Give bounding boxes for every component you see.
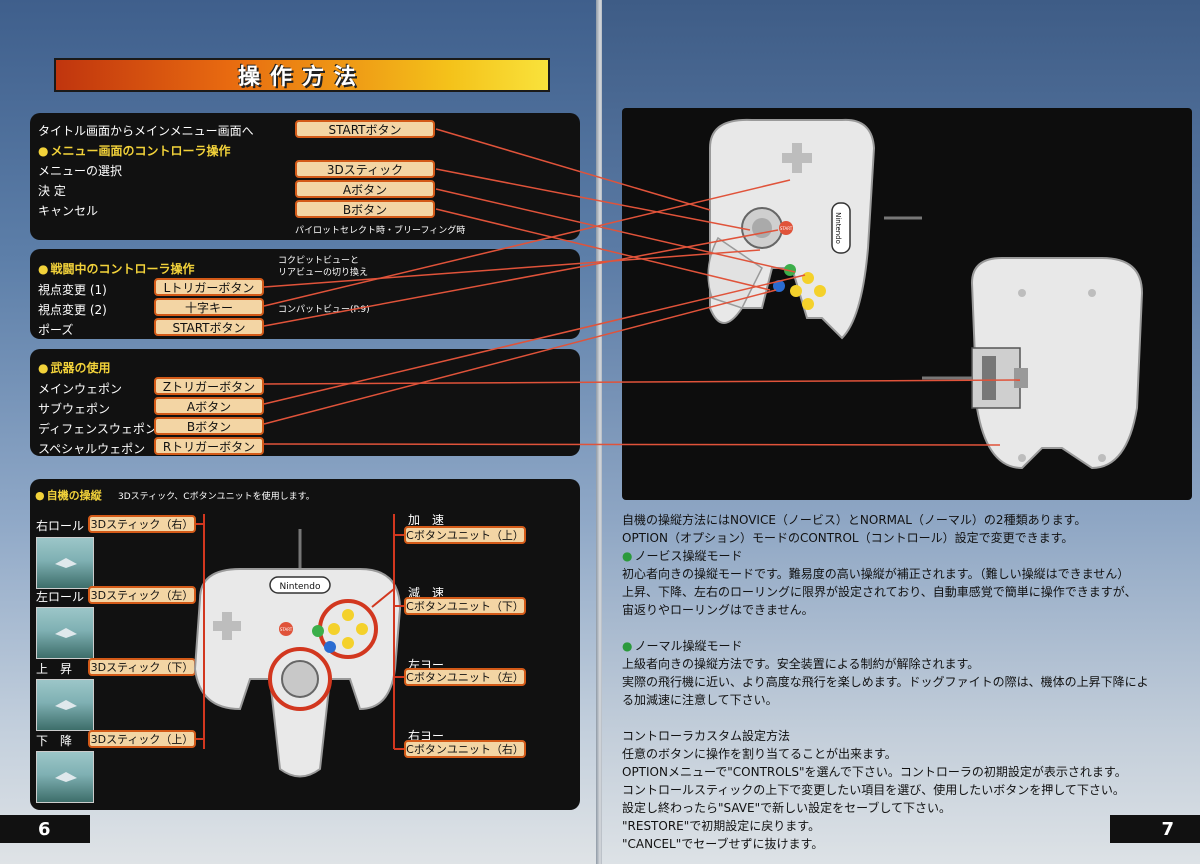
left-roll-button: 3Dスティック（左） bbox=[88, 586, 196, 604]
intro-line-1: 自機の操縦方法にはNOVICE（ノービス）とNORMAL（ノーマル）の2種類あり… bbox=[622, 513, 1087, 527]
main-weapon-label: メインウェポン bbox=[38, 382, 123, 396]
l-trigger-button: Lトリガーボタン bbox=[154, 278, 264, 296]
right-page: START Nintendo 自機の操縦方法にはNOVICE（ノービス）とNOR… bbox=[602, 0, 1200, 864]
menu-controls-panel: タイトル画面からメインメニュー画面へ STARTボタン メニュー画面のコントロー… bbox=[30, 113, 580, 240]
pilot-select-note: パイロットセレクト時・ブリーフィング時 bbox=[295, 226, 466, 236]
novice-header: ノービス操縦モード bbox=[622, 547, 742, 564]
custom-line-4: 設定し終わったら"SAVE"で新しい設定をセーブして下さい。 bbox=[622, 801, 952, 815]
menu-cancel-label: キャンセル bbox=[38, 204, 99, 218]
accelerate-label: 加 速 bbox=[408, 513, 445, 527]
combat-header: 戦闘中のコントローラ操作 bbox=[38, 260, 194, 277]
flight-controls-panel: 自機の操縦 3Dスティック、Cボタンユニットを使用します。 右ロール 3Dスティ… bbox=[30, 479, 580, 810]
novice-line-3: 宙返りやローリングはできません。 bbox=[622, 603, 814, 617]
compass-view-note: コンパットビュー(P.9) bbox=[278, 305, 370, 315]
flight-controller-brand: Nintendo bbox=[280, 582, 321, 592]
menu-select-button: 3Dスティック bbox=[295, 160, 435, 178]
cockpit-view-note: コクピットビューと リアビューの切り換え bbox=[278, 256, 369, 278]
accelerate-button: Cボタンユニット（上） bbox=[404, 526, 526, 544]
flight-controller-illustration: Nintendo START bbox=[193, 529, 402, 778]
menu-select-label: メニューの選択 bbox=[38, 164, 123, 178]
flight-description: 3Dスティック、Cボタンユニットを使用します。 bbox=[118, 492, 315, 502]
combat-controls-panel: 戦闘中のコントローラ操作 コクピットビューと リアビューの切り換え 視点変更 (… bbox=[30, 249, 580, 339]
defense-weapon-b-button: Bボタン bbox=[154, 417, 264, 435]
weapons-header: 武器の使用 bbox=[38, 359, 110, 376]
novice-line-1: 初心者向きの操縦モードです。難易度の高い操縦が補正されます。（難しい操縦はできま… bbox=[622, 567, 1130, 581]
custom-header: コントローラカスタム設定方法 bbox=[622, 729, 791, 743]
page-title: 操作方法 bbox=[237, 65, 366, 90]
novice-line-2: 上昇、下降、左右のローリングに限界が設定されており、自動車感覚で簡単に操作できま… bbox=[622, 585, 1137, 599]
descend-button: 3Dスティック（上） bbox=[88, 730, 196, 748]
descend-screenshot bbox=[36, 751, 94, 803]
start-button-pill: STARTボタン bbox=[295, 120, 435, 138]
right-roll-label: 右ロール bbox=[36, 519, 85, 533]
custom-line-3: コントロールスティックの上下で変更したい項目を選び、使用したいボタンを押して下さ… bbox=[622, 783, 1125, 797]
menu-header: メニュー画面のコントローラ操作 bbox=[38, 142, 230, 159]
right-yaw-button: Cボタンユニット（右） bbox=[404, 740, 526, 758]
descend-label: 下 降 bbox=[36, 734, 73, 748]
custom-line-5: "RESTORE"で初期設定に戻ります。 bbox=[622, 819, 821, 833]
book-gutter bbox=[596, 0, 604, 864]
flight-header: 自機の操縦 bbox=[35, 487, 102, 503]
normal-line-3: る加減速に注意して下さい。 bbox=[622, 693, 778, 707]
left-roll-label: 左ロール bbox=[36, 590, 85, 604]
custom-line-2: OPTIONメニューで"CONTROLS"を選んで下さい。コントローラの初期設定… bbox=[622, 765, 1127, 779]
menu-confirm-button: Aボタン bbox=[295, 180, 435, 198]
page-number-left: 6 bbox=[0, 815, 90, 843]
diagram-brand-label: Nintendo bbox=[834, 212, 842, 244]
right-roll-screenshot bbox=[36, 537, 94, 589]
right-yaw-label: 右ヨー bbox=[408, 729, 445, 743]
custom-line-1: 任意のボタンに操作を割り当てることが出来ます。 bbox=[622, 747, 897, 761]
dpad-button: 十字キー bbox=[154, 298, 264, 316]
right-roll-button: 3Dスティック（右） bbox=[88, 515, 196, 533]
special-weapon-label: スペシャルウェポン bbox=[38, 442, 146, 456]
climb-button: 3Dスティック（下） bbox=[88, 658, 196, 676]
decelerate-button: Cボタンユニット（下） bbox=[404, 597, 526, 615]
weapons-panel: 武器の使用 メインウェポン Zトリガーボタン サブウェポン Aボタン ディフェン… bbox=[30, 349, 580, 456]
page-title-bar: 操作方法 bbox=[54, 58, 550, 92]
left-page: 操作方法 タイトル画面からメインメニュー画面へ STARTボタン メニュー画面の… bbox=[0, 0, 598, 864]
intro-line-2: OPTION（オプション）モードのCONTROL（コントロール）設定で変更できま… bbox=[622, 531, 1074, 545]
title-to-menu-label: タイトル画面からメインメニュー画面へ bbox=[38, 124, 254, 138]
menu-cancel-button: Bボタン bbox=[295, 200, 435, 218]
climb-label: 上 昇 bbox=[36, 662, 73, 676]
climb-screenshot bbox=[36, 679, 94, 731]
view-change-2-label: 視点変更 (2) bbox=[38, 303, 107, 317]
normal-header: ノーマル操縦モード bbox=[622, 637, 742, 654]
sub-weapon-a-button: Aボタン bbox=[154, 397, 264, 415]
pause-label: ポーズ bbox=[38, 323, 74, 337]
left-yaw-button: Cボタンユニット（左） bbox=[404, 668, 526, 686]
menu-confirm-label: 決 定 bbox=[38, 184, 66, 198]
normal-line-1: 上級者向きの操縦方法です。安全装置による制約が解除されます。 bbox=[622, 657, 980, 671]
view-change-1-label: 視点変更 (1) bbox=[38, 283, 107, 297]
z-trigger-button: Zトリガーボタン bbox=[154, 377, 264, 395]
r-trigger-button: Rトリガーボタン bbox=[154, 437, 264, 455]
sub-weapon-label: サブウェポン bbox=[38, 402, 111, 416]
normal-line-2: 実際の飛行機に近い、より高度な飛行を楽しめます。ドッグファイトの際は、機体の上昇… bbox=[622, 675, 1149, 689]
defense-weapon-label: ディフェンスウェポン bbox=[38, 422, 157, 436]
flight-controller-start: START bbox=[280, 627, 293, 632]
flight-connector-lines bbox=[196, 514, 404, 750]
decelerate-label: 減 速 bbox=[408, 586, 445, 600]
left-roll-screenshot bbox=[36, 607, 94, 659]
pause-start-button: STARTボタン bbox=[154, 318, 264, 336]
custom-line-6: "CANCEL"でセーブせずに抜けます。 bbox=[622, 837, 824, 851]
page-number-right: 7 bbox=[1110, 815, 1200, 843]
